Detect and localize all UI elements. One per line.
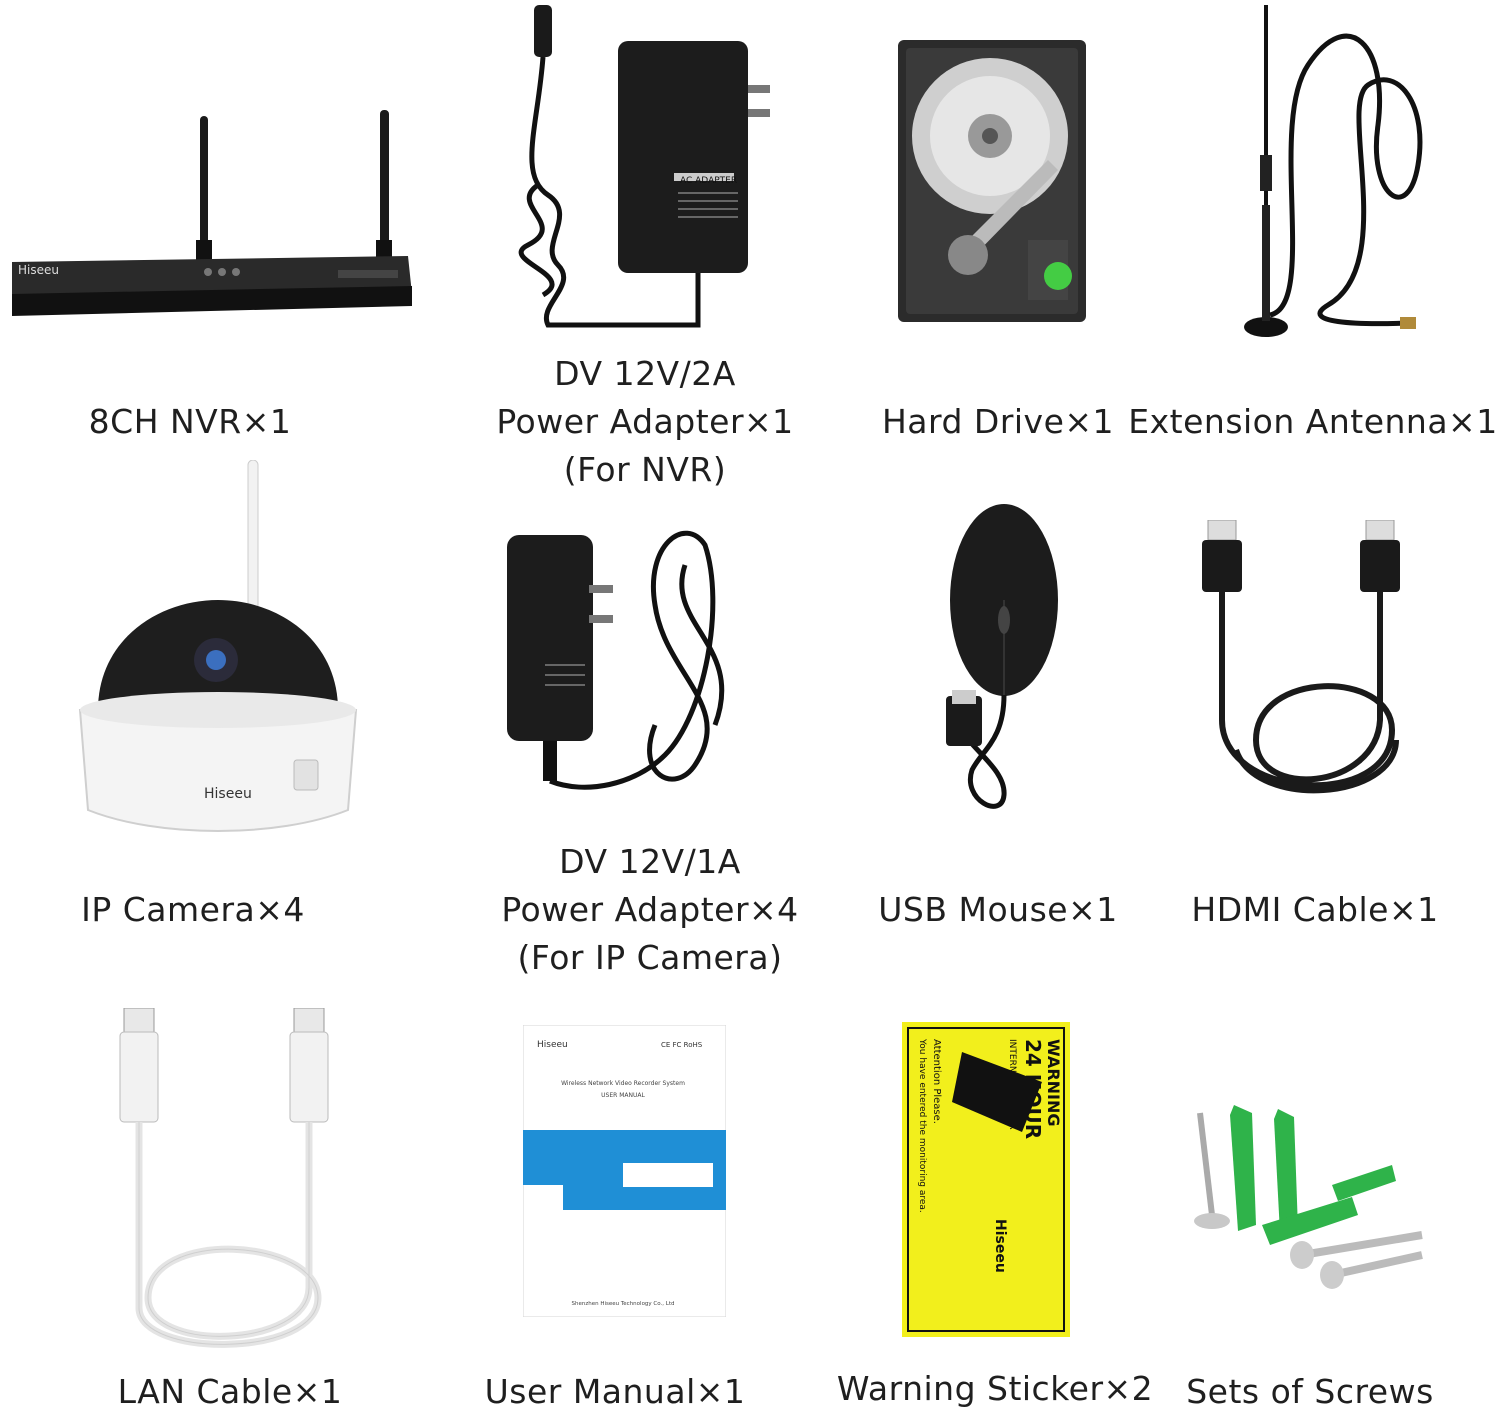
caption-nvr: 8CH NVR×1 <box>88 402 292 441</box>
caption-warning-sticker: Warning Sticker×2 <box>836 1369 1154 1408</box>
svg-text:Attention Please.: Attention Please. <box>931 1039 942 1124</box>
svg-text:Shenzhen Hiseeu Technology Co.: Shenzhen Hiseeu Technology Co., Ltd <box>572 1301 675 1307</box>
screws-icon <box>1194 1105 1423 1289</box>
dome-camera-icon: Hiseeu <box>78 460 358 832</box>
caption-usb-mouse: USB Mouse×1 <box>878 890 1118 929</box>
svg-text:Hiseeu: Hiseeu <box>992 1219 1008 1273</box>
caption-screws: Sets of Screws <box>1186 1372 1434 1411</box>
caption-line: Power Adapter×4 <box>501 890 799 929</box>
hdmi-cable-icon <box>1202 520 1400 794</box>
antenna-icon <box>1244 5 1423 337</box>
caption-power-adapter-nvr: DV 12V/2A Power Adapter×1 (For NVR) <box>460 350 830 494</box>
caption-hard-drive: Hard Drive×1 <box>881 402 1115 441</box>
lan-cable-icon <box>119 1008 329 1348</box>
caption-antenna: Extension Antenna×1 <box>1128 402 1498 441</box>
warning-sticker-icon: WARNING 24 HOUR INTERNET MONITOR Attenti… <box>902 1022 1070 1337</box>
caption-user-manual: User Manual×1 <box>484 1372 746 1411</box>
caption-line: (For NVR) <box>563 450 727 489</box>
svg-text:Hiseeu: Hiseeu <box>204 786 252 802</box>
svg-text:CE FC RoHS: CE FC RoHS <box>661 1041 703 1049</box>
svg-text:AC ADAPTER: AC ADAPTER <box>680 176 737 186</box>
caption-ip-camera: IP Camera×4 <box>81 890 305 929</box>
power-adapter-icon <box>507 530 725 790</box>
caption-line: Power Adapter×1 <box>496 402 794 441</box>
svg-text:Hiseeu: Hiseeu <box>537 1040 568 1050</box>
power-adapter-icon: AC ADAPTER <box>518 5 770 328</box>
caption-line: DV 12V/2A <box>554 354 736 393</box>
caption-line: (For IP Camera) <box>517 938 783 977</box>
manual-icon: Hiseeu CE FC RoHS Wireless Network Video… <box>523 1025 726 1317</box>
svg-text:Hiseeu: Hiseeu <box>18 263 59 277</box>
svg-text:Wireless Network Video Recorde: Wireless Network Video Recorder System <box>561 1080 685 1087</box>
svg-text:USER MANUAL: USER MANUAL <box>601 1092 645 1099</box>
svg-text:You have entered the monitorin: You have entered the monitoring area. <box>917 1038 927 1213</box>
caption-hdmi-cable: HDMI Cable×1 <box>1191 890 1439 929</box>
mouse-icon <box>946 504 1058 809</box>
nvr-icon: Hiseeu <box>12 110 412 316</box>
hard-drive-icon <box>898 40 1086 322</box>
caption-lan-cable: LAN Cable×1 <box>117 1372 343 1411</box>
svg-text:WARNING: WARNING <box>1044 1039 1063 1127</box>
caption-line: DV 12V/1A <box>559 842 741 881</box>
caption-power-adapter-camera: DV 12V/1A Power Adapter×4 (For IP Camera… <box>460 838 840 982</box>
